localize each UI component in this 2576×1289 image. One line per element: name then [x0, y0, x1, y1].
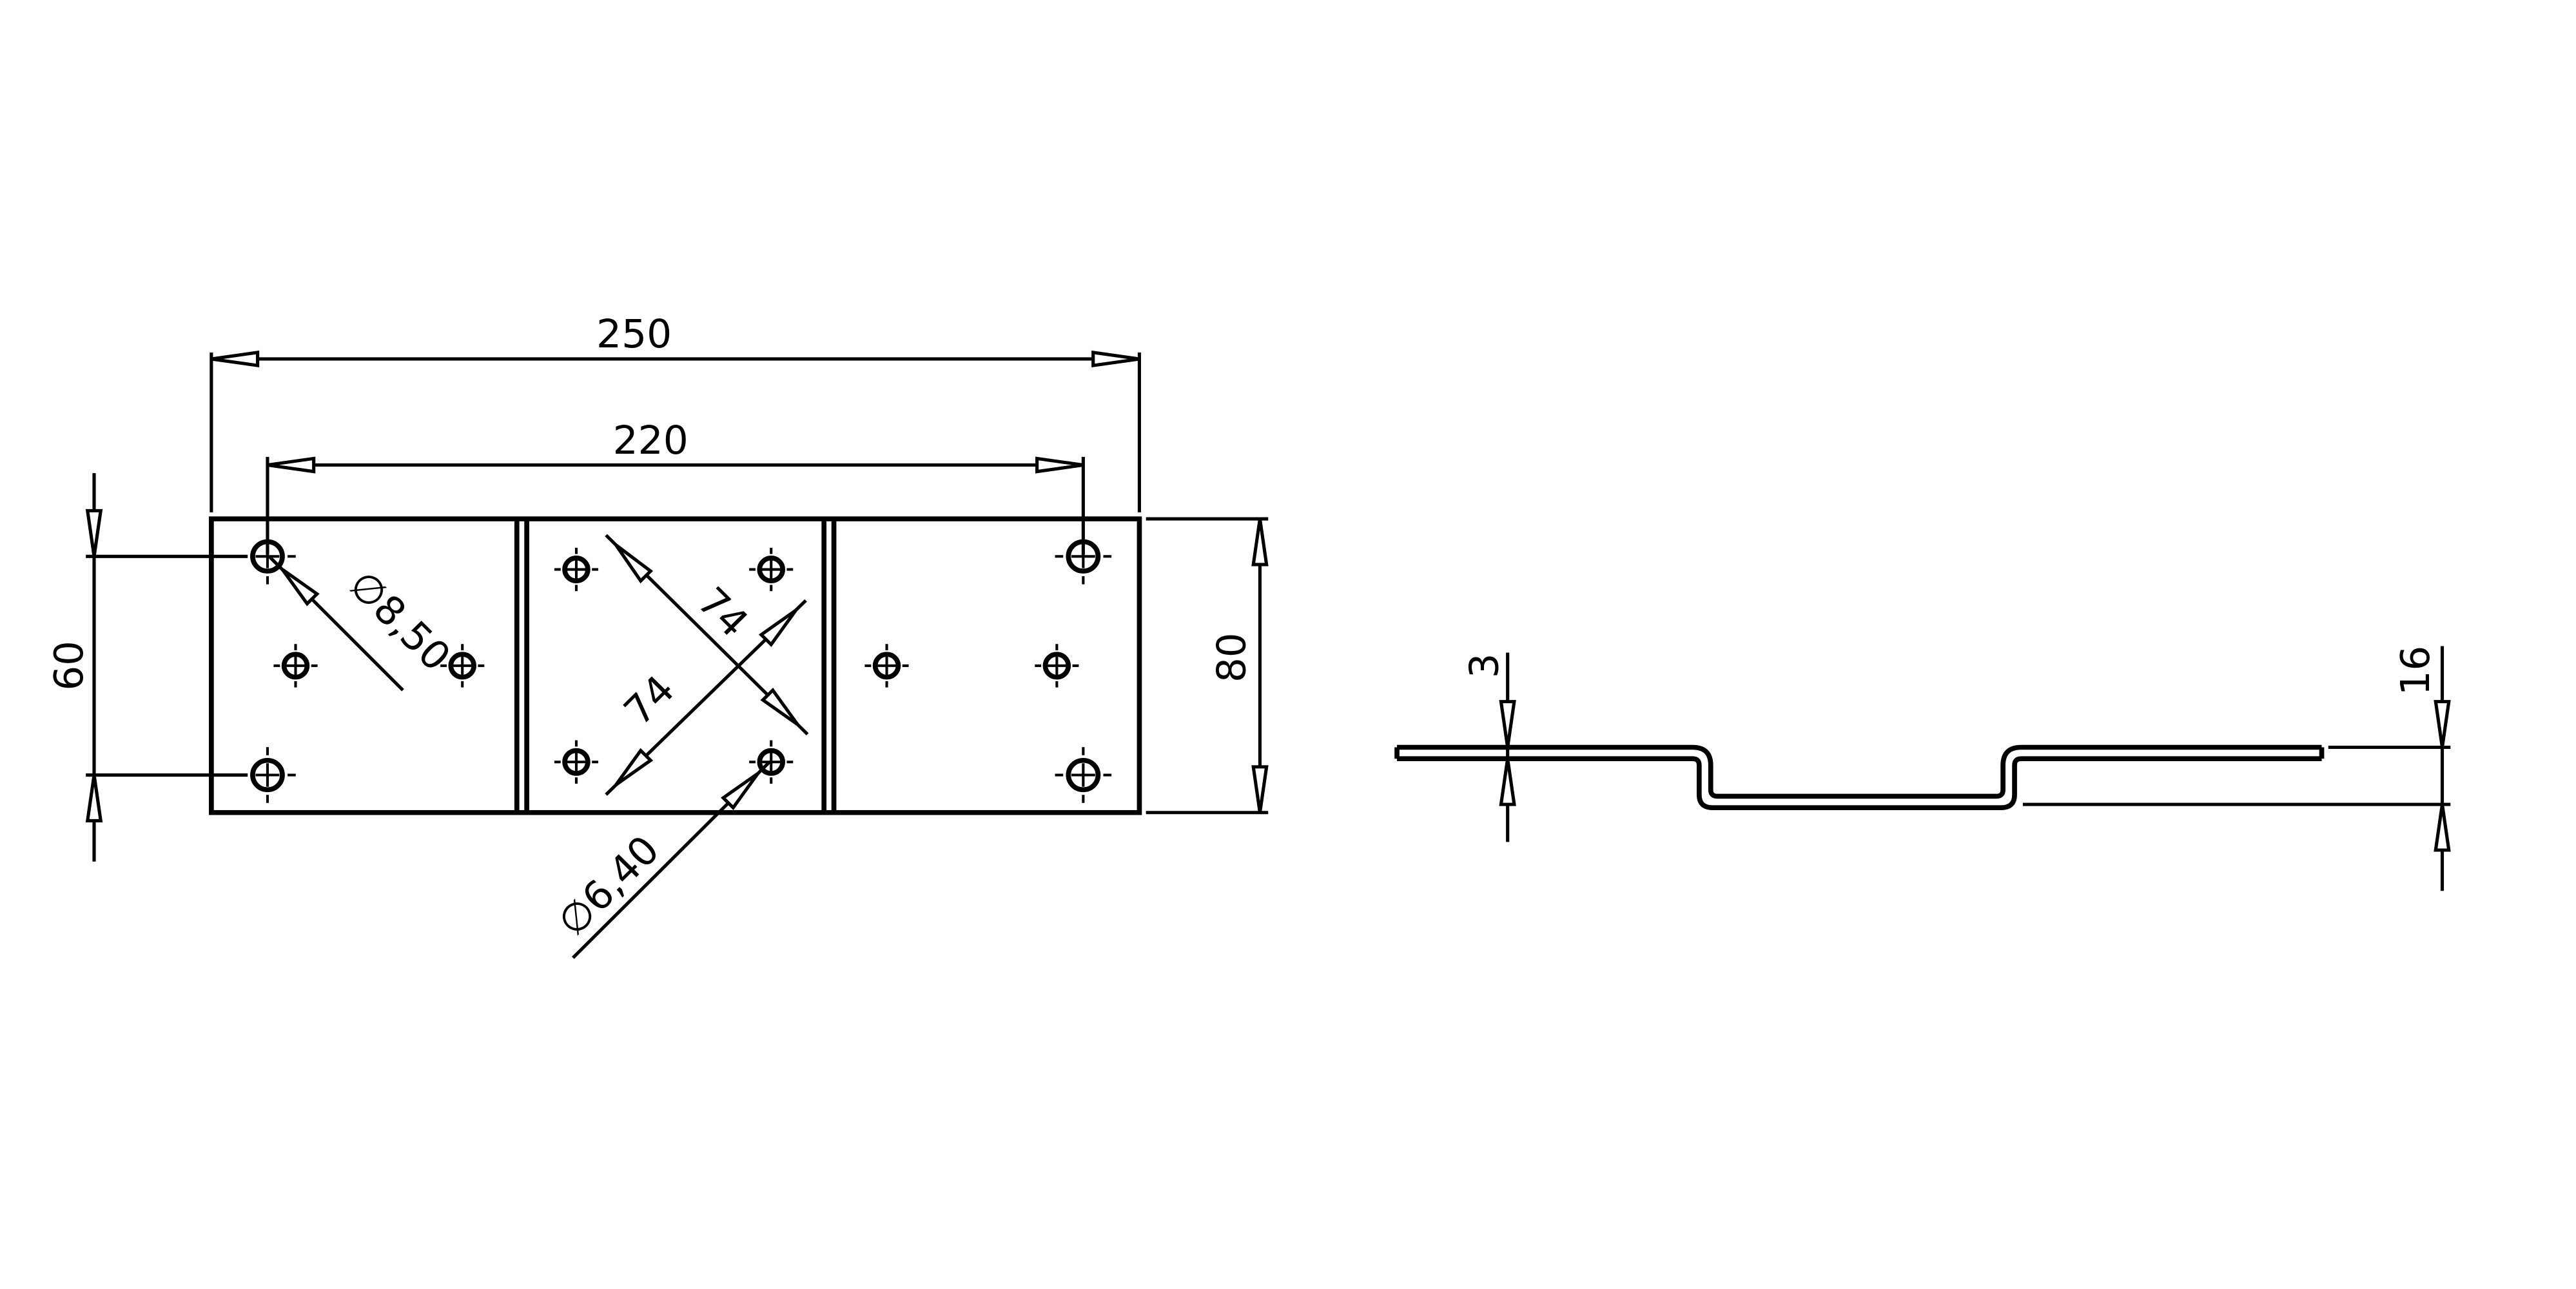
- mounting-hole-large: [239, 747, 296, 803]
- arrowhead: [267, 456, 316, 474]
- dimension-offset-depth: 16: [2022, 646, 2451, 891]
- arrowhead: [1251, 765, 1269, 813]
- profile-outer: [1397, 744, 2322, 799]
- arrowhead: [1251, 518, 1269, 567]
- arrowhead: [721, 771, 759, 811]
- arrowhead: [760, 687, 799, 726]
- mounting-hole-small: [554, 740, 599, 784]
- dim-text-3: 3: [1461, 654, 1507, 679]
- arrowhead: [1091, 350, 1140, 368]
- mounting-hole-small: [749, 547, 794, 592]
- arrowhead: [614, 748, 654, 786]
- mounting-hole-small: [864, 644, 909, 688]
- mounting-hole-small: [440, 644, 485, 688]
- dimension-overall-height: 80: [1146, 517, 1269, 815]
- profile-inner: [1397, 756, 2322, 810]
- mounting-hole-large: [1055, 747, 1112, 803]
- dim-text-220: 220: [613, 418, 688, 463]
- arrowhead: [211, 350, 260, 368]
- dim-text-8-50: ∅8,50: [340, 562, 459, 680]
- arrowhead: [758, 608, 797, 647]
- arrowhead: [614, 543, 654, 584]
- arrowhead: [1035, 456, 1084, 474]
- arrowhead: [280, 568, 320, 606]
- dim-text-6-40: ∅6,40: [549, 827, 668, 945]
- dim-text-80: 80: [1209, 633, 1254, 683]
- mounting-hole-small: [554, 547, 599, 592]
- arrowhead: [1499, 700, 1516, 748]
- arrowhead: [85, 775, 103, 822]
- dimension-overall-length: 250: [210, 312, 1142, 512]
- plan-view: [209, 516, 1142, 815]
- mounting-hole-small: [1035, 644, 1079, 688]
- dim-text-74-upper: 74: [688, 579, 757, 646]
- dim-text-16: 16: [2393, 646, 2439, 695]
- arrowhead: [2434, 804, 2451, 852]
- dimension-hole-spacing-height: 60: [46, 473, 248, 862]
- leader-large-hole-diameter: ∅8,50: [268, 555, 459, 692]
- mounting-hole-small: [273, 644, 318, 688]
- dim-text-250: 250: [596, 312, 672, 358]
- small-holes: [273, 547, 1079, 784]
- side-view: [1394, 744, 2325, 810]
- plate-outline: [209, 516, 1142, 815]
- dimension-thickness: 3: [1461, 652, 1516, 842]
- leader-small-hole-diameter: ∅6,40: [549, 761, 771, 959]
- arrowhead: [1499, 758, 1516, 806]
- dimension-hole-spacing-length: 220: [266, 418, 1085, 555]
- arrowhead: [85, 509, 103, 557]
- dim-text-74-lower: 74: [616, 667, 684, 735]
- mounting-hole-small: [749, 740, 794, 784]
- dim-text-60: 60: [46, 641, 92, 690]
- arrowhead: [2434, 700, 2451, 748]
